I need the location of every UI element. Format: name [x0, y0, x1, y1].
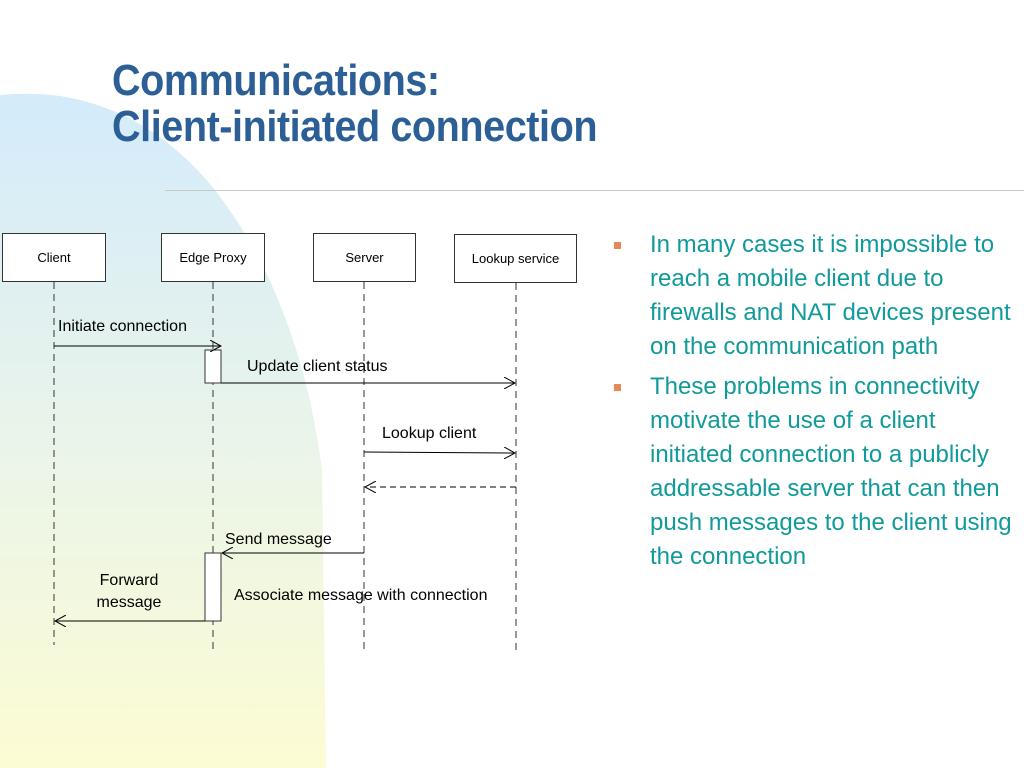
message-label-forward-message: Forward message: [96, 572, 162, 611]
bullet-text: In many cases it is impossible to reach …: [650, 231, 1011, 360]
bullet-list: In many cases it is impossible to reach …: [612, 228, 1012, 580]
message-label-lookup-client: Lookup client: [382, 425, 477, 442]
bullet-text: These problems in connectivity motivate …: [650, 373, 1012, 570]
message-label-associate-message: Associate message with connection: [234, 587, 488, 604]
participant-edge-proxy: Edge Proxy: [161, 233, 265, 282]
title-line-1: Communications:: [112, 56, 440, 105]
slide-title: Communications: Client-initiated connect…: [112, 56, 598, 151]
message-label-send-message: Send message: [225, 531, 332, 548]
arrow-lookup-client: [363, 452, 515, 453]
participant-server: Server: [313, 233, 416, 282]
activation-bar-edge-proxy-2: [204, 552, 222, 622]
participant-client-label: Client: [37, 250, 71, 265]
bullet-item: These problems in connectivity motivate …: [612, 370, 1012, 574]
title-divider: [165, 190, 1024, 191]
message-label-initiate-connection: Initiate connection: [58, 318, 187, 335]
participant-lookup-service-label: Lookup service: [471, 251, 560, 266]
bullet-item: In many cases it is impossible to reach …: [612, 228, 1012, 364]
activation-bar-edge-proxy-1: [204, 349, 222, 384]
square-bullet-icon: [614, 384, 621, 391]
message-label-update-client-status: Update client status: [247, 358, 388, 375]
square-bullet-icon: [614, 242, 621, 249]
participant-server-label: Server: [345, 250, 384, 265]
participant-edge-proxy-label: Edge Proxy: [179, 250, 247, 265]
title-line-2: Client-initiated connection: [112, 102, 598, 151]
participant-client: Client: [2, 233, 106, 282]
participant-lookup-service: Lookup service: [454, 234, 577, 283]
